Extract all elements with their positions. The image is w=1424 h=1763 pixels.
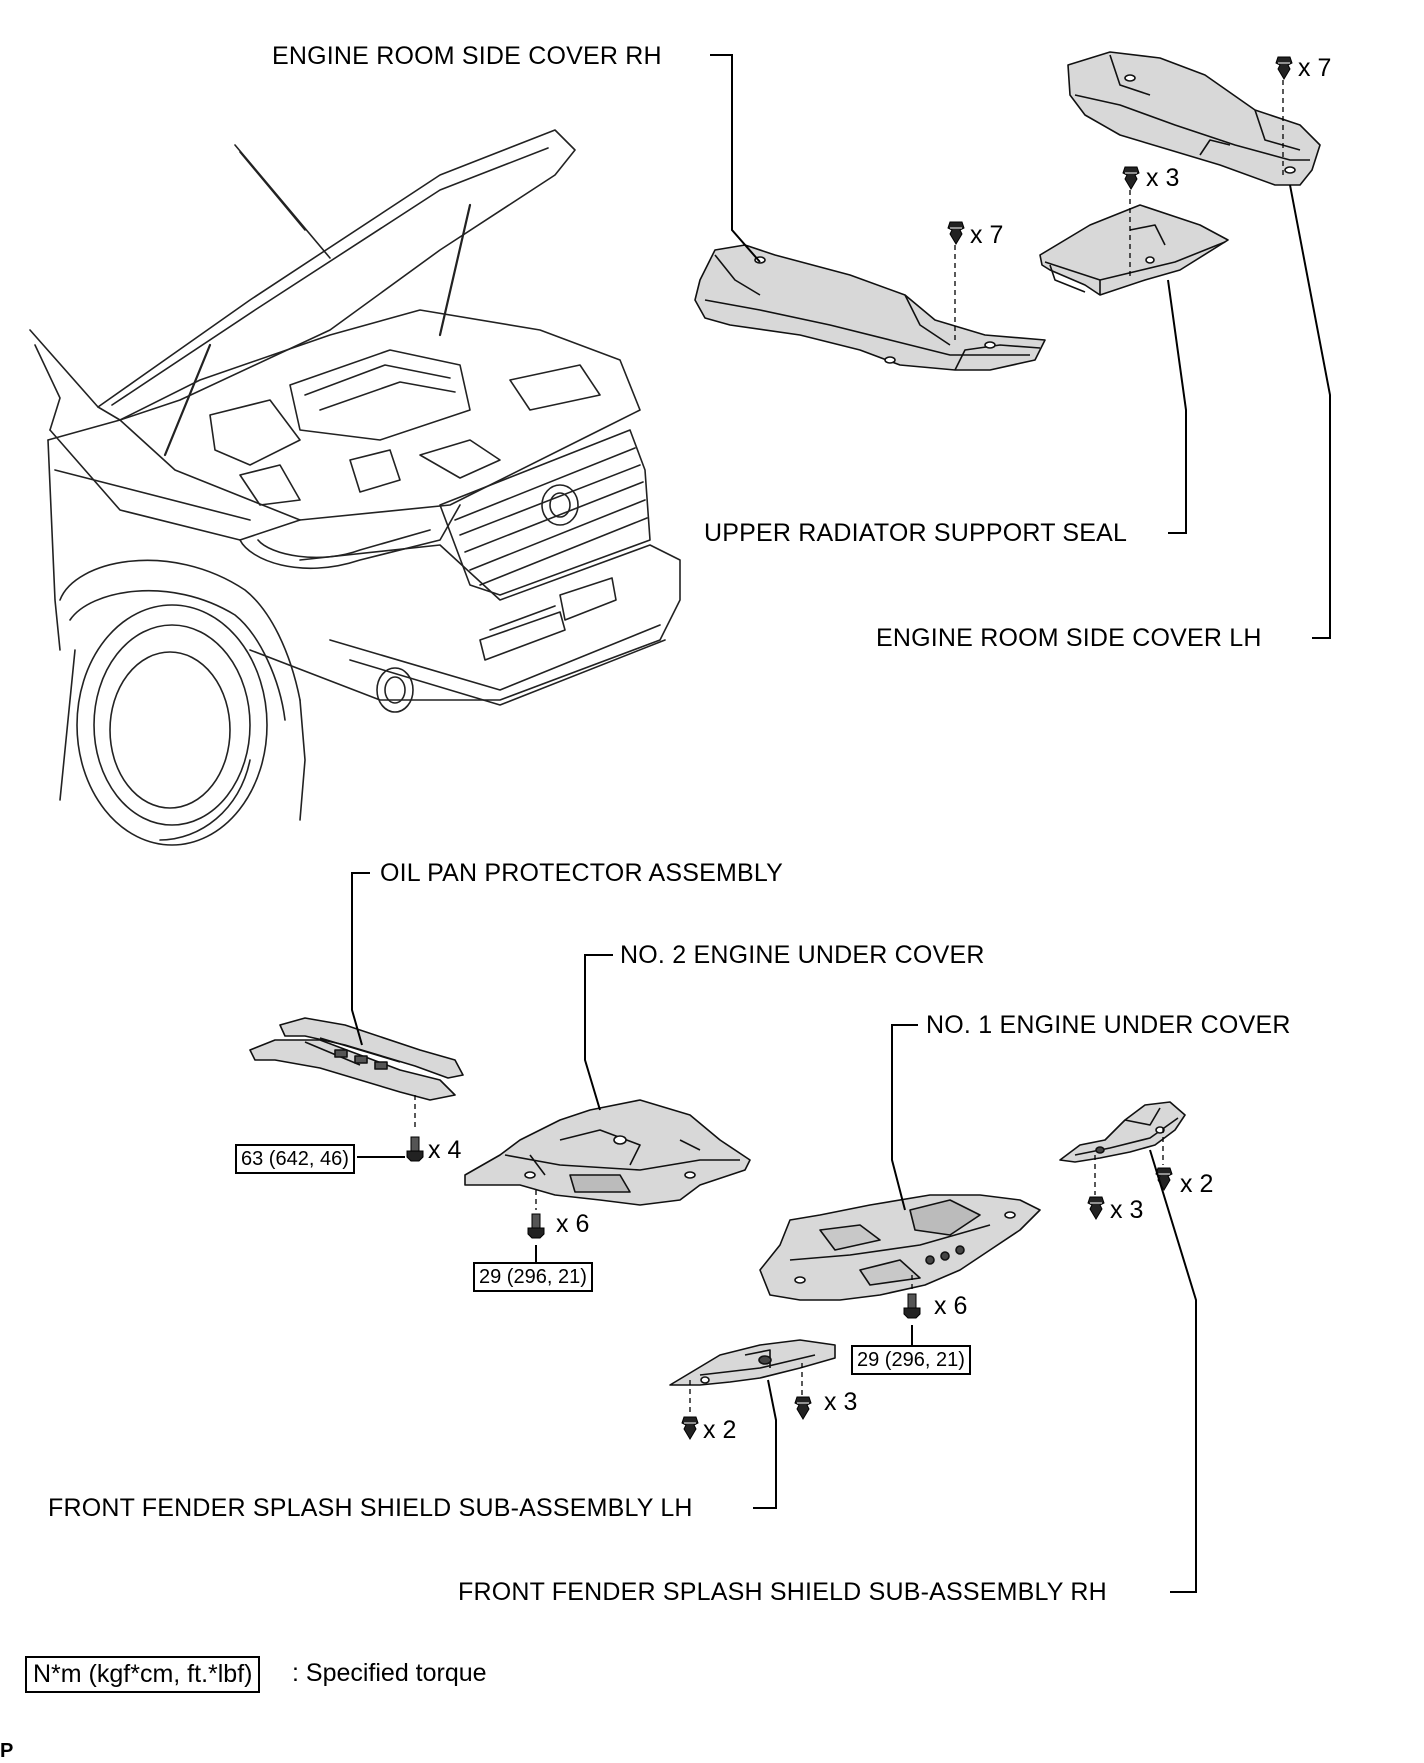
qty-no1-bolts: x 6 (934, 1292, 968, 1320)
qty-shield-rh-b: x 2 (1180, 1170, 1214, 1198)
label-engine-room-side-cover-lh: ENGINE ROOM SIDE COVER LH (876, 624, 1262, 652)
torque-no2: 29 (296, 21) (473, 1262, 593, 1292)
front-fender-splash-shield-rh (1059, 1101, 1186, 1163)
corner-mark: P (0, 1740, 14, 1762)
clip-icon (947, 221, 965, 245)
torque-no1: 29 (296, 21) (851, 1345, 971, 1375)
clip-icon (794, 1396, 812, 1420)
qty-shield-lh-a: x 3 (824, 1388, 858, 1416)
qty-rh-cover-clips: x 7 (970, 221, 1004, 249)
label-front-fender-splash-shield-lh: FRONT FENDER SPLASH SHIELD SUB-ASSEMBLY … (48, 1494, 693, 1522)
engine-room-side-cover-rh (694, 244, 1046, 371)
label-no2-engine-under-cover: NO. 2 ENGINE UNDER COVER (620, 941, 985, 969)
label-oil-pan-protector-assembly: OIL PAN PROTECTOR ASSEMBLY (380, 859, 783, 887)
clip-icon (1122, 166, 1140, 190)
no2-engine-under-cover (464, 1099, 751, 1206)
legend-torque-unit: N*m (kgf*cm, ft.*lbf) (25, 1656, 261, 1693)
leader-lines (351, 54, 1331, 1593)
clip-icon (1275, 56, 1293, 80)
vehicle-illustration (29, 129, 681, 846)
bolt-icon (406, 1136, 424, 1162)
qty-seal-clips: x 3 (1146, 164, 1180, 192)
oil-pan-protector (249, 1017, 464, 1101)
label-engine-room-side-cover-rh: ENGINE ROOM SIDE COVER RH (272, 42, 662, 70)
bolt-icon (527, 1213, 545, 1239)
legend-description: : Specified torque (292, 1659, 487, 1687)
qty-shield-lh-b: x 2 (703, 1416, 737, 1444)
qty-no2-bolts: x 6 (556, 1210, 590, 1238)
upper-radiator-support-seal (1039, 204, 1229, 296)
label-no1-engine-under-cover: NO. 1 ENGINE UNDER COVER (926, 1011, 1291, 1039)
fastener-axes (414, 80, 1284, 1415)
front-fender-splash-shield-lh (669, 1339, 836, 1386)
qty-lh-cover-clips: x 7 (1298, 54, 1332, 82)
torque-oil-pan: 63 (642, 46) (235, 1144, 355, 1174)
no1-engine-under-cover (759, 1194, 1041, 1301)
engine-room-side-cover-lh (1067, 51, 1321, 186)
label-upper-radiator-support-seal: UPPER RADIATOR SUPPORT SEAL (704, 519, 1128, 547)
clip-icon (1087, 1196, 1105, 1220)
label-front-fender-splash-shield-rh: FRONT FENDER SPLASH SHIELD SUB-ASSEMBLY … (458, 1578, 1107, 1606)
clip-icon (681, 1416, 699, 1440)
bolt-icon (903, 1293, 921, 1319)
qty-oil-pan-bolts: x 4 (428, 1136, 462, 1164)
qty-shield-rh-a: x 3 (1110, 1196, 1144, 1224)
